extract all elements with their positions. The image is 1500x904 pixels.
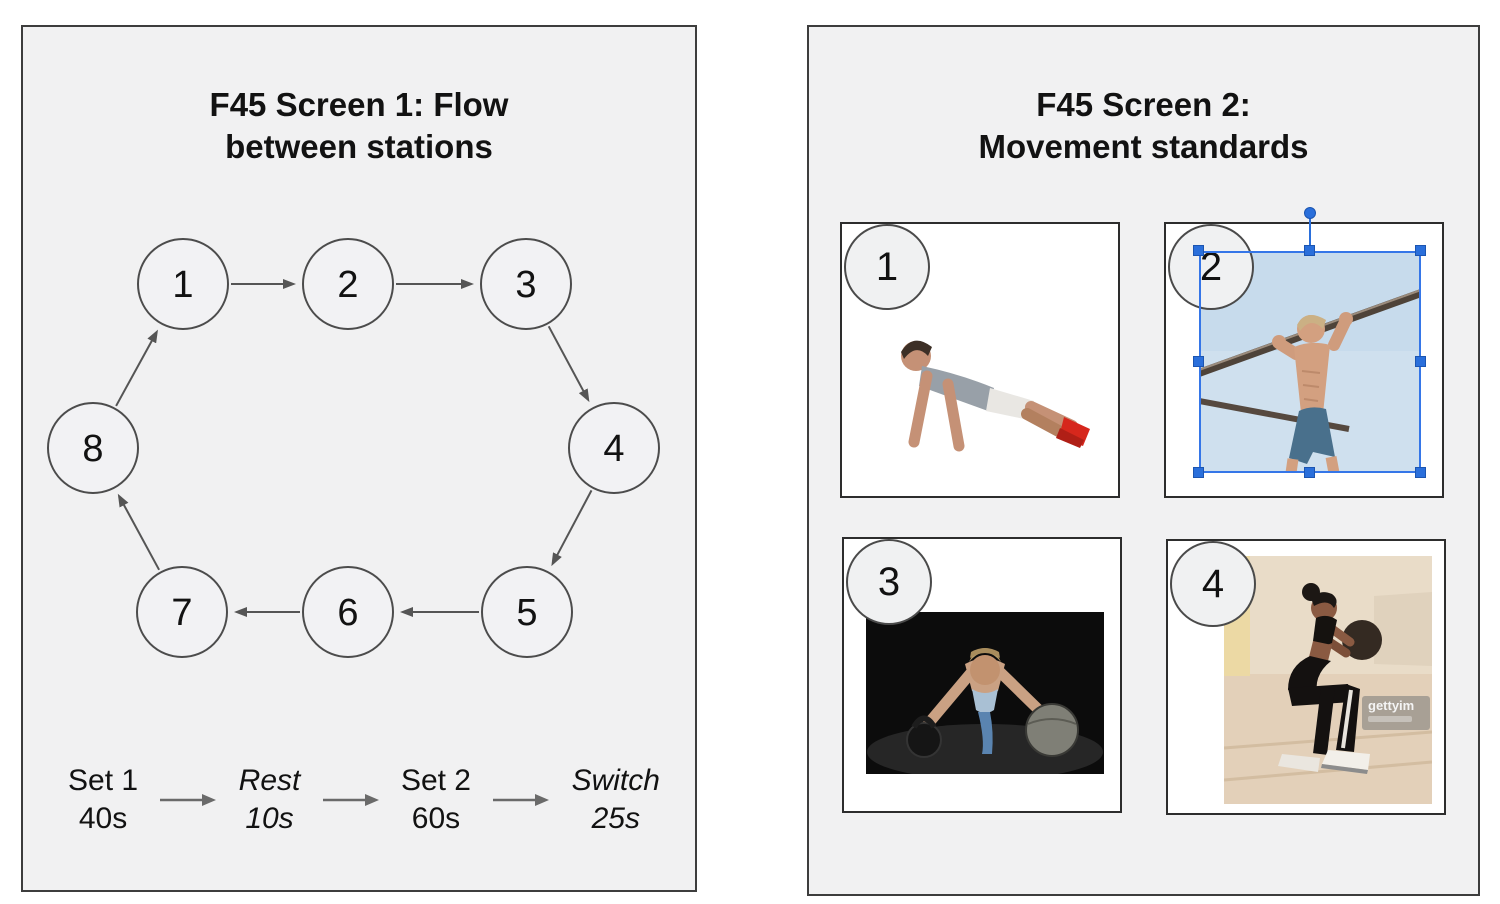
selection-handle-w[interactable]	[1193, 356, 1204, 367]
station-flow-diagram: 1 2 3 4 5 6 7 8	[47, 238, 660, 658]
movement-card-3[interactable]: 3	[842, 537, 1122, 813]
flow-arrow-8-to-1	[115, 329, 158, 407]
svg-text:7: 7	[171, 592, 192, 634]
station-number-badge[interactable]: 2	[1168, 224, 1254, 310]
sequence-step-rest: Rest 10s	[239, 762, 301, 837]
sequence-step-set-2: Set 2 60s	[401, 762, 471, 837]
svg-text:1: 1	[172, 264, 193, 306]
svg-text:5: 5	[516, 592, 537, 634]
screen1-title-line1: F45 Screen 1: Flow	[209, 86, 509, 123]
squat-woman-photo[interactable]	[1224, 556, 1432, 804]
sequence-step-label: Set 2	[400, 764, 471, 797]
selection-handle-nw[interactable]	[1193, 245, 1204, 256]
flow-node-4[interactable]: 4	[568, 402, 660, 494]
flow-arrow-3-to-4	[547, 325, 590, 403]
sequence-step-duration: 25s	[591, 801, 640, 835]
screen1-title: F45 Screen 1: Flow between stations	[23, 84, 695, 168]
flow-node-6[interactable]: 6	[302, 566, 394, 658]
svg-text:4: 4	[603, 428, 624, 470]
getty-watermark-text: gettyim	[1368, 698, 1415, 713]
selection-frame[interactable]	[1199, 251, 1421, 473]
selection-handle-se[interactable]	[1415, 467, 1426, 478]
sequence-step-set-1: Set 1 40s	[68, 762, 138, 837]
flow-node-5[interactable]: 5	[481, 566, 573, 658]
station-number-badge[interactable]: 3	[846, 539, 932, 625]
flow-node-1[interactable]: 1	[137, 238, 229, 330]
pushup-man-photo[interactable]	[864, 314, 1104, 474]
flow-node-7[interactable]: 7	[136, 566, 228, 658]
sequence-step-switch: Switch 25s	[572, 762, 660, 837]
selection-handle-s[interactable]	[1304, 467, 1315, 478]
kettlebell-pushup-woman-photo[interactable]	[866, 612, 1104, 774]
sequence-step-label: Switch	[571, 764, 660, 797]
sequence-step-duration: 40s	[78, 801, 128, 835]
selection-handle-n[interactable]	[1304, 245, 1315, 256]
flow-arrow-4-to-5	[551, 489, 593, 567]
svg-text:8: 8	[82, 428, 103, 470]
screen1-title-line2: between stations	[225, 128, 493, 166]
svg-text:3: 3	[515, 264, 536, 306]
selection-handle-sw[interactable]	[1193, 467, 1204, 478]
station-number-badge[interactable]: 4	[1170, 541, 1256, 627]
flow-arrow-7-to-8	[117, 493, 160, 571]
timing-sequence: Set 1 40s Rest 10s Set 2 60s Switch 25s	[68, 762, 660, 837]
selection-handle-e[interactable]	[1415, 356, 1426, 367]
movement-card-2[interactable]: 2	[1164, 207, 1444, 498]
flow-node-8[interactable]: 8	[47, 402, 139, 494]
movement-card-4[interactable]: gettyim 4	[1166, 539, 1446, 815]
selection-handle-ne[interactable]	[1415, 245, 1426, 256]
screen2-title-line1: F45 Screen 2:	[1036, 86, 1251, 123]
rotation-handle[interactable]	[1304, 207, 1316, 219]
svg-text:6: 6	[337, 592, 358, 634]
getty-watermark: gettyim	[1362, 696, 1430, 730]
sequence-step-duration: 60s	[411, 801, 461, 835]
movement-card-1[interactable]: 1	[840, 222, 1120, 498]
sequence-arrow-icon	[160, 793, 217, 806]
sequence-step-label: Set 1	[68, 764, 139, 797]
screen1-panel: F45 Screen 1: Flow between stations 1 2 3 4…	[21, 25, 697, 892]
svg-text:2: 2	[337, 264, 358, 306]
flow-node-3[interactable]: 3	[480, 238, 572, 330]
sequence-step-duration: 10s	[245, 801, 294, 835]
rotation-handle-line	[1309, 218, 1311, 251]
screen2-title-line2: Movement standards	[978, 128, 1309, 166]
screen2-panel: F45 Screen 2: Movement standards 1	[807, 25, 1480, 896]
screen2-title: F45 Screen 2: Movement standards	[809, 84, 1478, 168]
getty-watermark-subline	[1368, 716, 1412, 722]
station-number-badge[interactable]: 1	[844, 224, 930, 310]
sequence-arrow-icon	[322, 793, 379, 806]
sequence-step-label: Rest	[238, 764, 301, 797]
flow-node-2[interactable]: 2	[302, 238, 394, 330]
sequence-arrow-icon	[493, 793, 550, 806]
